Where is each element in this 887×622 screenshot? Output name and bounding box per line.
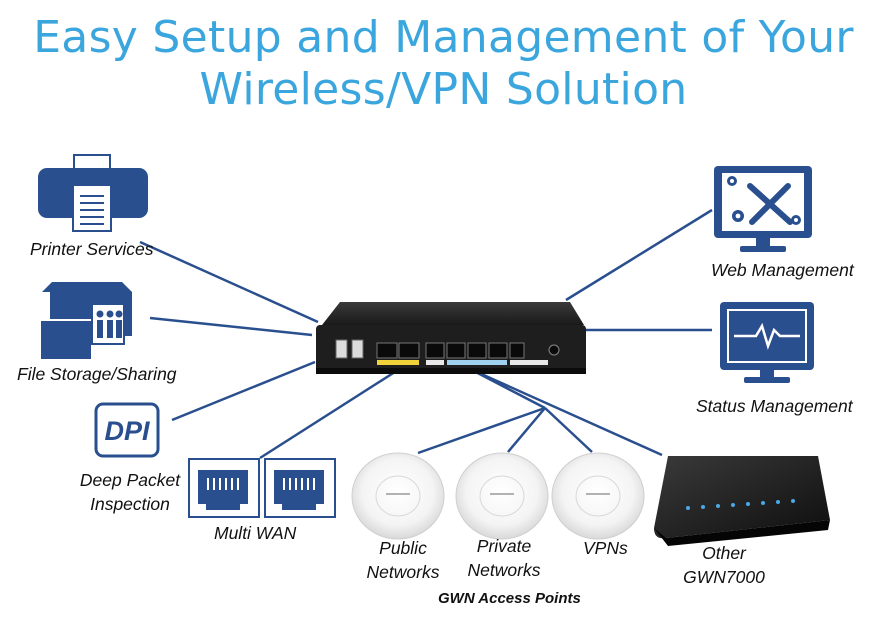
line-other-gwn <box>467 366 663 457</box>
line-web <box>565 208 713 302</box>
file-storage-icon <box>39 282 132 361</box>
public-networks-label-1: Public <box>379 538 427 558</box>
ethernet-port-icon <box>188 458 260 518</box>
connection-lines <box>139 208 713 460</box>
file-storage-label: File Storage/Sharing <box>17 364 177 384</box>
line-ap-vpn <box>544 407 593 453</box>
line-ap-public <box>417 406 546 455</box>
web-management-label: Web Management <box>711 260 854 280</box>
private-networks-label-1: Private <box>476 536 532 556</box>
dpi-icon: DPI <box>94 402 160 458</box>
line-printer <box>139 240 319 324</box>
gwn7000-device <box>654 456 830 546</box>
printer-services-label: Printer Services <box>30 239 154 259</box>
router-device <box>316 302 586 374</box>
line-dpi <box>171 360 316 422</box>
dpi-badge-text: DPI <box>104 416 150 446</box>
title-line-2: Wireless/VPN Solution <box>199 64 688 115</box>
other-label-2: GWN7000 <box>683 567 765 587</box>
dpi-label-line-2: Inspection <box>90 494 170 514</box>
private-networks-label-2: Networks <box>467 560 541 580</box>
line-multi-wan <box>259 368 399 460</box>
public-networks-label-2: Networks <box>366 562 440 582</box>
title-line-1: Easy Setup and Management of Your <box>33 12 854 63</box>
other-label-1: Other <box>702 543 746 563</box>
web-management-icon <box>714 166 812 252</box>
dpi-label-line-1: Deep Packet <box>79 470 181 490</box>
access-point-public <box>351 452 445 540</box>
gwn-access-points-label: GWN Access Points <box>438 590 581 607</box>
multi-wan-label: Multi WAN <box>214 523 297 543</box>
access-point-private <box>455 452 549 540</box>
printer-icon <box>38 154 148 232</box>
vpns-label: VPNs <box>583 538 628 558</box>
status-monitor-icon <box>720 302 814 383</box>
ethernet-port-icon-2 <box>264 458 336 518</box>
line-storage <box>149 316 313 337</box>
status-management-label: Status Management <box>696 396 853 416</box>
line-ap-private <box>507 407 546 453</box>
access-point-vpn <box>551 452 645 540</box>
